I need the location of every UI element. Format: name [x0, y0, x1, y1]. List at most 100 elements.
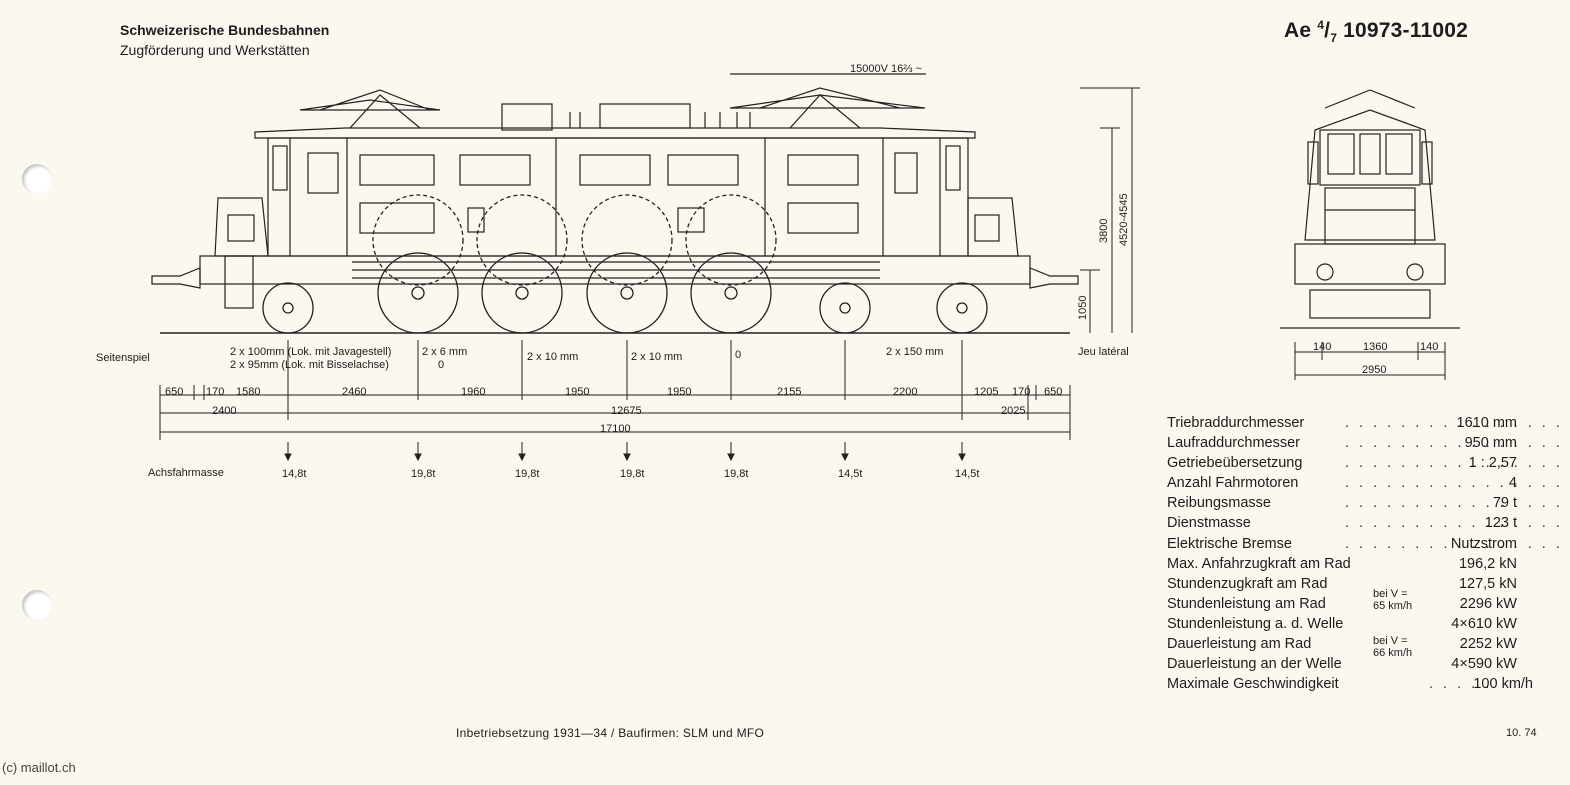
leader-dots: . . . . . . . . . . . . . . . . . . . .: [1345, 415, 1570, 431]
side-play-note-2: 2 x 95mm (Lok. mit Bisselachse): [230, 359, 389, 371]
dimension-label: 2025: [1001, 405, 1026, 417]
locomotive-class-title: Ae 4/7 10973-11002: [1284, 18, 1468, 46]
spec-value: 2296 kW: [1459, 595, 1517, 612]
spec-value: 123 t: [1484, 515, 1517, 532]
spec-label: Stundenzugkraft am Rad: [1167, 575, 1328, 592]
spec-value: 127,5 kN: [1458, 575, 1517, 592]
spec-label: Reibungsmasse: [1167, 495, 1271, 512]
issue-date: 10. 74: [1506, 727, 1537, 739]
spec-label: Max. Anfahrzugkraft am Rad: [1167, 555, 1351, 572]
axle-mass-value: 14,5t: [838, 468, 863, 480]
spec-value: 1610 mm: [1456, 415, 1517, 431]
leader-dots: . . . . . . . . . . . . . . . . . . . .: [1345, 495, 1570, 512]
spec-row: Dienstmasse . . . . . . . . . . . . . . .…: [1167, 513, 1570, 533]
dimension-label: 650: [165, 386, 184, 398]
spec-value: 2252 kW: [1459, 636, 1517, 653]
front-dim-right: 140: [1420, 341, 1439, 353]
spec-value: 950 mm: [1464, 435, 1517, 452]
spec-value: 100 km/h: [1473, 676, 1533, 693]
jeu-lateral-label: Jeu latéral: [1078, 346, 1129, 358]
spec-row: Laufraddurchmesser . . . . . . . . . . . …: [1167, 433, 1570, 453]
spec-row: Reibungsmasse . . . . . . . . . . . . . .…: [1167, 493, 1570, 513]
spec-value: 1 : 2,57: [1468, 455, 1517, 472]
wheels-group: [262, 194, 988, 334]
side-play-note-1: 2 x 100mm (Lok. mit Javagestell): [230, 346, 392, 358]
height-buffer-label: 1050: [1077, 296, 1089, 320]
spec-label: Getriebeübersetzung: [1167, 455, 1303, 472]
spec-condition: bei V =66 km/h: [1373, 635, 1413, 660]
spec-row: Maximale Geschwindigkeit. . . . .100 km/…: [1167, 674, 1547, 694]
spec-label: Elektrische Bremse: [1167, 535, 1292, 552]
front-dim-left: 140: [1313, 341, 1332, 353]
dimension-label: 2200: [893, 386, 918, 398]
dimension-label: 1960: [461, 386, 486, 398]
dimension-label: 1950: [667, 386, 692, 398]
front-dim-gauge: 1360: [1363, 341, 1388, 353]
side-play-value: 2 x 6 mm: [422, 346, 468, 358]
spec-label: Stundenleistung a. d. Welle: [1167, 615, 1344, 632]
locomotive-side-elevation: 15000V 16⅔ ~ 4520-4545 3800 1050: [151, 63, 1140, 462]
overall-length-label: 17100: [600, 423, 631, 435]
spec-row: Stundenleistung am Rad bei V =65 km/h 2296…: [1167, 588, 1547, 614]
side-play-label: Seitenspiel: [96, 352, 150, 364]
punch-hole-top: [22, 164, 52, 194]
spec-row: Elektrische Bremse . . . . . . . . . . . …: [1167, 534, 1570, 554]
axle-mass-label: Achsfahrmasse: [148, 467, 224, 479]
side-play-value: 0: [438, 359, 445, 371]
dimension-label: 1205: [974, 386, 999, 398]
dimension-label: 1580: [236, 386, 261, 398]
spec-value: Nutzstrom: [1450, 535, 1517, 552]
spec-value: 79 t: [1492, 495, 1517, 512]
leader-dots: . . . . . . . . . . . . . . . . . . . .: [1345, 435, 1570, 452]
spec-row: Anzahl Fahrmotoren . . . . . . . . . . . …: [1167, 473, 1570, 493]
side-play-value: 2 x 10 mm: [527, 351, 579, 363]
axle-mass-value: 19,8t: [515, 468, 540, 480]
punch-hole-bottom: [22, 590, 52, 620]
spec-value: 4×590 kW: [1451, 656, 1517, 673]
copyright-watermark: (c) maillot.ch: [2, 760, 76, 775]
leader-dots: . . . . . . . . . . . . . . . . . . . .: [1345, 475, 1570, 492]
spec-row: Stundenzugkraft am Rad 127,5 kN: [1167, 574, 1547, 594]
spec-label: Anzahl Fahrmotoren: [1167, 475, 1299, 492]
leader-dots: . . . . . . . . . . . . . . . . . . . .: [1345, 455, 1570, 472]
spec-label: Laufraddurchmesser: [1167, 435, 1300, 452]
power-supply-label: 15000V 16⅔ ~: [850, 63, 922, 75]
spec-row: Stundenleistung a. d. Welle 4×610 kW: [1167, 614, 1547, 634]
spec-row: Triebraddurchmesser . . . . . . . . . . .…: [1167, 413, 1570, 433]
side-play-value: 2 x 10 mm: [631, 351, 683, 363]
leader-dots: . . . . .: [1429, 676, 1493, 693]
commissioning-note: Inbetriebsetzung 1931—34 / Baufirmen: SL…: [456, 726, 765, 740]
dimension-label: 170: [1012, 386, 1031, 398]
axle-mass-value: 19,8t: [411, 468, 436, 480]
spec-label: Dienstmasse: [1167, 515, 1251, 532]
spec-label: Stundenleistung am Rad: [1167, 595, 1326, 612]
leader-dots: . . . . . . . . . . . . . . . . . . . .: [1345, 535, 1570, 552]
spec-label: Triebraddurchmesser: [1167, 415, 1305, 431]
axle-mass-value: 19,8t: [620, 468, 645, 480]
spec-condition: bei V =65 km/h: [1373, 587, 1413, 612]
spec-row: Max. Anfahrzugkraft am Rad 196,2 kN: [1167, 554, 1547, 574]
spec-label: Dauerleistung an der Welle: [1167, 656, 1342, 673]
dimension-label: 1950: [565, 386, 590, 398]
spec-value: 196,2 kN: [1458, 555, 1517, 572]
side-play-value: 0: [735, 349, 742, 361]
height-total-label: 4520-4545: [1118, 193, 1130, 246]
height-body-label: 3800: [1098, 219, 1110, 243]
spec-label: Dauerleistung am Rad: [1167, 636, 1312, 653]
dimension-label: 650: [1044, 386, 1063, 398]
axle-mass-value: 19,8t: [724, 468, 749, 480]
side-play-value: 2 x 150 mm: [886, 346, 944, 358]
leader-dots: . . . . . . . . . . . . . . . . . . . .: [1345, 515, 1570, 532]
department-name: Zugförderung und Werkstätten: [120, 42, 310, 58]
axle-mass-value: 14,5t: [955, 468, 980, 480]
spec-value: 4: [1508, 475, 1517, 492]
spec-value: 4×610 kW: [1451, 615, 1517, 632]
axle-mass-value: 14,8t: [282, 468, 307, 480]
spec-row: Dauerleistung am Rad bei V =66 km/h 2252 k…: [1167, 634, 1547, 659]
spec-row: Dauerleistung an der Welle 4×590 kW: [1167, 654, 1547, 674]
wheelbase-label: 12675: [611, 405, 642, 417]
dimension-label: 2400: [212, 405, 237, 417]
dimension-label: 2460: [342, 386, 367, 398]
dimension-label: 2155: [777, 386, 802, 398]
dimension-label: 170: [206, 386, 225, 398]
